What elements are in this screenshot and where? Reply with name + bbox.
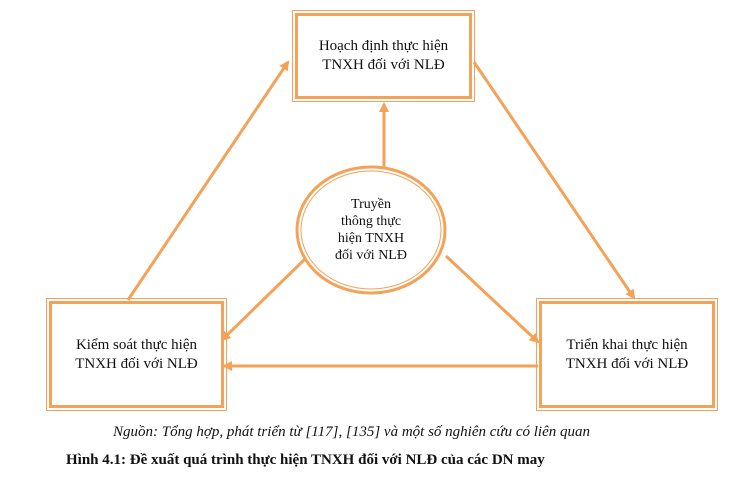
node-control-label: Kiểm soát thực hiện TNXH đối với NLĐ <box>75 336 198 372</box>
node-implement: Triển khai thực hiện TNXH đối với NLĐ <box>536 298 718 411</box>
center-ellipse-inner <box>300 170 442 290</box>
node-communication-label: Truyền thông thực hiện TNXH đối với NLĐ <box>335 197 407 263</box>
center-ellipse <box>295 165 447 295</box>
node-plan: Hoạch định thực hiện TNXH đối với NLĐ <box>292 10 475 102</box>
arrow-control-to-plan <box>126 60 290 301</box>
node-control: Kiểm soát thực hiện TNXH đối với NLĐ <box>46 298 227 411</box>
source-note: Nguồn: Tổng hợp, phát triển từ [117], [1… <box>113 424 590 440</box>
arrow-center-to-control <box>220 256 308 342</box>
figure-caption: Hình 4.1: Đề xuất quá trình thực hiện TN… <box>66 452 545 468</box>
arrow-center-to-implement <box>444 254 540 344</box>
node-plan-label: Hoạch định thực hiện TNXH đối với NLĐ <box>318 38 449 73</box>
node-implement-label: Triển khai thực hiện TNXH đối với NLĐ <box>565 336 689 372</box>
arrow-plan-to-implement <box>472 61 636 300</box>
